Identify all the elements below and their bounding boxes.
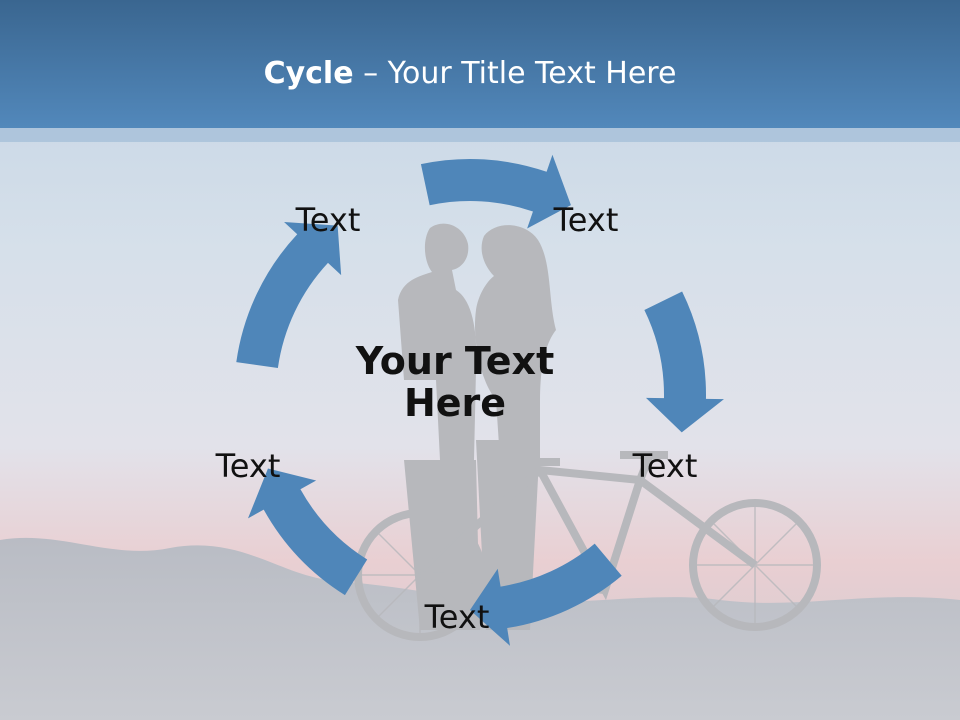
cycle-node-label-5: Text	[215, 447, 281, 485]
cycle-arrow-4	[247, 468, 368, 596]
cycle-node-label-1: Text	[295, 201, 361, 239]
cycle-arrow-2	[644, 291, 724, 433]
cycle-node-label-3: Text	[632, 447, 698, 485]
slide-title: Cycle – Your Title Text Here	[0, 54, 940, 94]
bicycle-spokes	[358, 503, 817, 637]
center-text: Your Text Here	[330, 340, 580, 424]
cycle-node-label-4: Text	[424, 598, 490, 636]
header-band	[0, 0, 960, 128]
center-text-line-2: Here	[403, 381, 507, 425]
center-text-line-1: Your Text	[355, 339, 555, 383]
cycle-arrow-3	[470, 543, 622, 646]
cycle-arrow-1	[420, 154, 571, 229]
header-fade	[0, 120, 960, 142]
cycle-arrow-5	[236, 221, 342, 369]
cycle-node-label-2: Text	[553, 201, 619, 239]
hill-silhouette	[0, 537, 960, 720]
title-bold: Cycle	[263, 56, 354, 91]
title-rest: – Your Title Text Here	[353, 56, 677, 91]
